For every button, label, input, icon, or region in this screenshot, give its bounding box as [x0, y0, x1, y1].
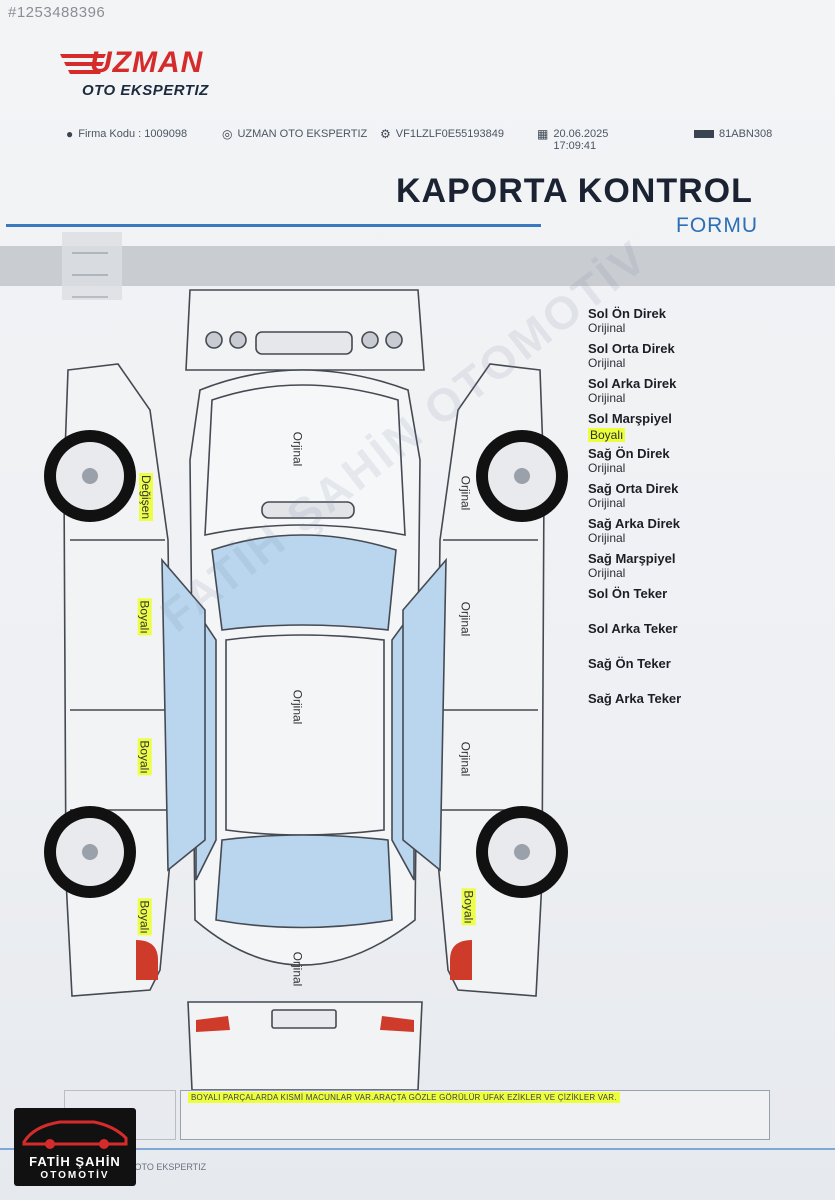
legend-item: Sağ Ön Teker	[588, 656, 671, 671]
form-title: KAPORTA KONTROL	[396, 172, 753, 210]
steering-wheel-icon: ◎	[222, 127, 233, 141]
label-hood: Orjinal	[290, 431, 305, 467]
label-left-rear-door: Boyalı	[137, 738, 152, 776]
vin-number: VF1LZLF0E55193849	[395, 128, 505, 140]
gear-icon: ⚙	[380, 127, 391, 141]
calendar-icon: ▦	[537, 127, 549, 141]
listing-id: #1253488396	[8, 4, 106, 21]
label-trunk: Orjinal	[290, 951, 305, 987]
inspection-date: 20.06.2025	[553, 128, 609, 140]
company-name: UZMAN OTO EKSPERTIZ	[237, 128, 368, 140]
wheel-icon	[44, 430, 568, 898]
title-divider	[6, 224, 541, 227]
label-left-rear-fender: Boyalı	[137, 898, 152, 936]
label-right-front-fender: Orjinal	[458, 475, 473, 511]
license-plate-icon	[694, 130, 714, 138]
plate-number: 81ABN308	[719, 128, 773, 140]
checklist-icon	[62, 232, 122, 300]
firm-code: Firma Kodu : 1009098	[78, 128, 188, 140]
logo-sub: OTO EKSPERTIZ	[82, 82, 209, 99]
label-right-front-door: Orjinal	[458, 601, 473, 637]
location-pin-icon: ●	[66, 127, 74, 141]
label-roof: Orjinal	[290, 689, 305, 725]
section-band	[0, 246, 835, 286]
label-right-rear-fender: Boyalı	[461, 888, 476, 926]
logo-brand: UZMAN	[90, 46, 204, 79]
legend-item: Sol Arka Teker	[588, 621, 678, 636]
firm-code-info: ● Firma Kodu : 1009098	[66, 128, 187, 140]
company-info: ◎ UZMAN OTO EKSPERTIZ	[222, 128, 367, 140]
footer-divider	[0, 1148, 835, 1150]
uzman-logo: UZMAN OTO EKSPERTIZ	[60, 46, 250, 106]
label-right-rear-door: Orjinal	[458, 741, 473, 777]
dealer-logo: FATİH ŞAHİN OTOMOTİV	[14, 1108, 136, 1186]
form-subtitle: FORMU	[676, 214, 758, 237]
dealer-sub: OTOMOTİV	[40, 1170, 110, 1181]
plate-info: 81ABN308	[694, 128, 772, 140]
vin-info: ⚙ VF1LZLF0E55193849	[380, 128, 504, 140]
label-left-front-door: Boyalı	[137, 598, 152, 636]
car-diagram	[44, 289, 568, 1091]
label-left-front-fender: Değişen	[139, 472, 154, 522]
dealer-name: FATİH ŞAHİN	[29, 1154, 121, 1169]
footer-company: UZMAN OTO EKSPERTIZ	[100, 1162, 207, 1172]
car-silhouette-icon	[22, 1120, 128, 1149]
legend-item: Sağ Arka Teker	[588, 691, 682, 706]
legend-item: Sol Ön Teker	[588, 586, 668, 601]
inspection-notes: BOYALI PARÇALARDA KISMİ MACUNLAR VAR.ARA…	[188, 1092, 620, 1103]
logo-stripes-icon	[60, 54, 106, 74]
inspection-time: 17:09:41	[553, 140, 597, 152]
